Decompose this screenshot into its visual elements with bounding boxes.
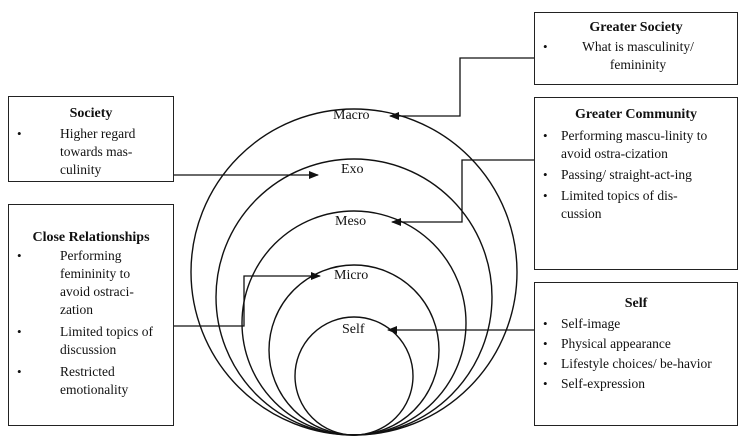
close-relationships-box: Close Relationships Performing femininit… — [8, 204, 174, 426]
greater-society-box: Greater Society What is masculinity/ fem… — [534, 12, 738, 85]
exo-circle — [215, 158, 493, 436]
greater-community-item: Passing/ straight-act-ing — [535, 166, 717, 184]
close-relationships-item: Limited topics of discussion — [9, 323, 159, 359]
self-box: Self Self-image Physical appearance Life… — [534, 282, 738, 426]
micro-label: Micro — [334, 268, 369, 283]
greater-community-item: Limited topics of dis-cussion — [535, 187, 717, 223]
greater-community-connector — [391, 159, 534, 226]
greater-community-item: Performing mascu-linity to avoid ostra-c… — [535, 127, 717, 163]
micro-circle — [268, 264, 440, 436]
greater-community-title: Greater Community — [575, 107, 697, 122]
society-item: Higher regard towards mas-culinity — [9, 125, 159, 179]
close-relationships-item: Restricted emotionality — [9, 363, 159, 399]
greater-society-title: Greater Society — [589, 20, 683, 35]
society-box: Society Higher regard towards mas-culini… — [8, 96, 174, 182]
greater-community-box: Greater Community Performing mascu-linit… — [534, 97, 738, 270]
exo-label: Exo — [341, 162, 364, 177]
self-item: Self-expression — [535, 375, 723, 393]
meso-label: Meso — [335, 214, 367, 229]
self-item: Self-image — [535, 315, 723, 333]
close-relationships-title: Close Relationships — [32, 230, 150, 245]
self-item: Physical appearance — [535, 335, 723, 353]
self-circle-label: Self — [342, 322, 365, 337]
close-relationships-connector — [174, 272, 321, 327]
greater-society-item: What is masculinity/ femininity — [535, 38, 715, 74]
society-title: Society — [69, 106, 113, 121]
self-circle — [294, 316, 414, 436]
close-relationships-item: Performing femininity to avoid ostraci-z… — [9, 247, 159, 319]
macro-label: Macro — [333, 108, 370, 123]
greater-society-connector — [389, 57, 534, 120]
self-title: Self — [624, 296, 648, 311]
self-item: Lifestyle choices/ be-havior — [535, 355, 723, 373]
